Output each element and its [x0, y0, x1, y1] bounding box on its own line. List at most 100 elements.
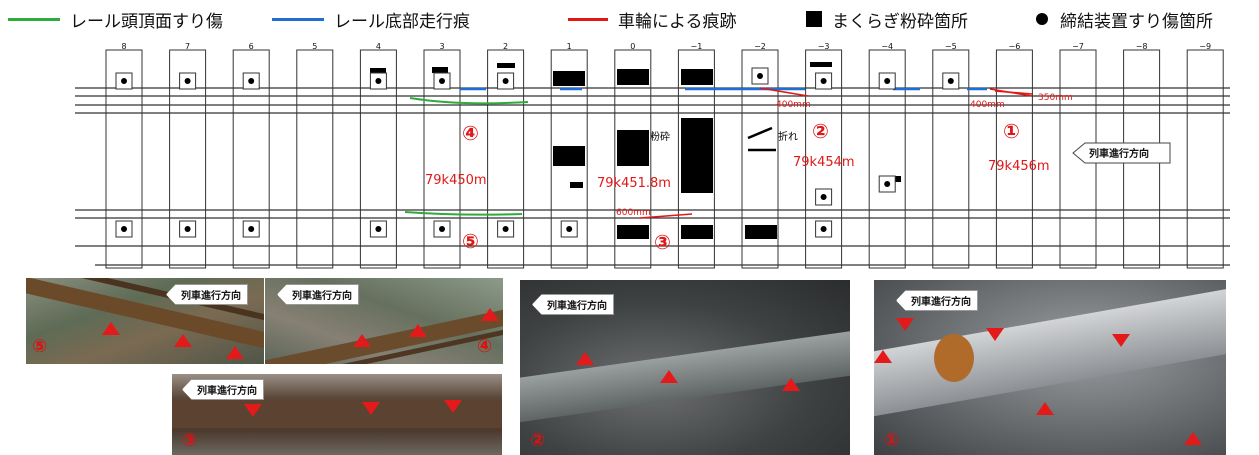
sleeper-number: 3 [439, 42, 444, 51]
crush-patch [617, 69, 649, 85]
damage-marker [874, 350, 892, 363]
crush-patch [570, 182, 583, 188]
sleeper-number: 7 [185, 42, 190, 51]
fastener-dot [502, 226, 509, 232]
photo-4: 列車進行方向 ④ [265, 278, 503, 364]
fastener-dot [439, 226, 445, 232]
legend-label: レール底部走行痕 [334, 11, 470, 32]
crush-note: 粉砕 [650, 130, 670, 143]
legend: レール頭頂面すり傷 レール底部走行痕 車輪による痕跡 まくらぎ粉砕箇所 締結装置… [0, 0, 1259, 36]
damage-marker [174, 334, 192, 347]
rail-head-scratch [409, 97, 529, 105]
sleeper-number: 2 [503, 42, 508, 51]
fastener-dot [184, 226, 191, 232]
sleeper-number: 4 [376, 42, 381, 51]
dimension-350mm: 350mm [1038, 93, 1073, 103]
sleeper-number: 6 [249, 42, 254, 51]
rail-head-scratch [404, 211, 523, 216]
crush-patch [681, 225, 713, 239]
crush-patch [617, 225, 649, 239]
direction-label: 列車進行方向 [277, 284, 359, 305]
photo-5: 列車進行方向 ⑤ [26, 278, 264, 364]
wheel-trace [759, 87, 809, 97]
damage-marker [576, 352, 594, 365]
photo-number: ② [530, 430, 546, 451]
crush-patch [681, 118, 713, 193]
photo-number: ① [884, 430, 900, 451]
broken-mark [747, 126, 773, 140]
sleeper-number: 5 [312, 42, 317, 51]
direction-label: 列車進行方向 [896, 290, 978, 311]
damage-marker [244, 404, 262, 417]
green-line-swatch [8, 17, 60, 21]
legend-item-wheel-trace: 車輪による痕跡 [568, 8, 737, 32]
damage-marker [481, 308, 499, 321]
damage-marker [986, 328, 1004, 341]
damage-marker [1184, 432, 1202, 445]
damage-marker [353, 334, 371, 347]
fastener-dot [884, 181, 891, 187]
damage-marker [444, 400, 462, 413]
fastener-dot [248, 226, 255, 232]
fastener-dot [439, 78, 445, 84]
sleeper-number: 1 [567, 42, 572, 51]
crush-patch [810, 62, 832, 67]
black-dot-swatch [1036, 13, 1048, 25]
fastener-dot [502, 78, 509, 84]
crush-patch [370, 68, 386, 73]
damage-marker [362, 402, 380, 415]
sleeper-number: −6 [1009, 42, 1021, 51]
photo-3: 列車進行方向 ③ [172, 374, 502, 455]
crush-patch [681, 69, 713, 85]
direction-label: 列車進行方向 [1089, 147, 1149, 160]
fastener-dot [884, 78, 891, 84]
fastener-dot [820, 226, 827, 232]
fastener-dot [947, 78, 954, 84]
location-marker-5: ⑤ [462, 229, 479, 253]
direction-arrow: 列車進行方向 [1072, 142, 1171, 164]
damage-marker [226, 346, 244, 359]
direction-label: 列車進行方向 [166, 284, 248, 305]
rust-patch [934, 334, 974, 382]
fastener-dot [248, 78, 255, 84]
damage-marker [896, 318, 914, 331]
crush-patch [745, 225, 777, 239]
photo-2: 列車進行方向 ② [520, 280, 850, 455]
rail-stripe [520, 324, 850, 428]
sleeper-number: −2 [754, 42, 766, 51]
crush-patch [432, 67, 448, 73]
damage-marker [102, 322, 120, 335]
legend-label: 締結装置すり傷箇所 [1060, 11, 1213, 32]
sleeper [995, 49, 1033, 269]
location-marker-3: ③ [654, 230, 671, 254]
sleeper-number: −8 [1136, 42, 1148, 51]
chainage-79k450m: 79k450m [425, 173, 487, 188]
fastener-dot [820, 194, 827, 200]
damage-marker [660, 370, 678, 383]
photo-number: ④ [477, 336, 493, 357]
damage-marker [409, 324, 427, 337]
location-marker-1: ① [1003, 119, 1020, 143]
location-marker-2: ② [812, 119, 829, 143]
sleeper-number: −7 [1072, 42, 1084, 51]
chainage-79k451-8m: 79k451.8m [597, 176, 671, 191]
fastener-dot [184, 78, 191, 84]
black-square-swatch [806, 11, 822, 27]
fastener-dot [757, 73, 763, 79]
sleeper [296, 49, 334, 269]
legend-item-crushed-sleeper: まくらぎ粉砕箇所 [806, 8, 968, 32]
dimension-400mm: 400mm [970, 100, 1005, 110]
fastener-dot [820, 78, 827, 84]
arrow-shape [1072, 142, 1171, 164]
location-marker-4: ④ [462, 121, 479, 145]
sleeper [1186, 49, 1224, 269]
sleeper-number: −1 [691, 42, 703, 51]
broken-note: 折れ [778, 130, 798, 143]
damage-marker [782, 378, 800, 391]
wheel-trace [639, 213, 693, 219]
sleeper-number: −4 [881, 42, 893, 51]
dimension-600mm: 600mm [616, 208, 651, 218]
fastener-dot [375, 78, 382, 84]
photo-number: ③ [182, 430, 198, 451]
